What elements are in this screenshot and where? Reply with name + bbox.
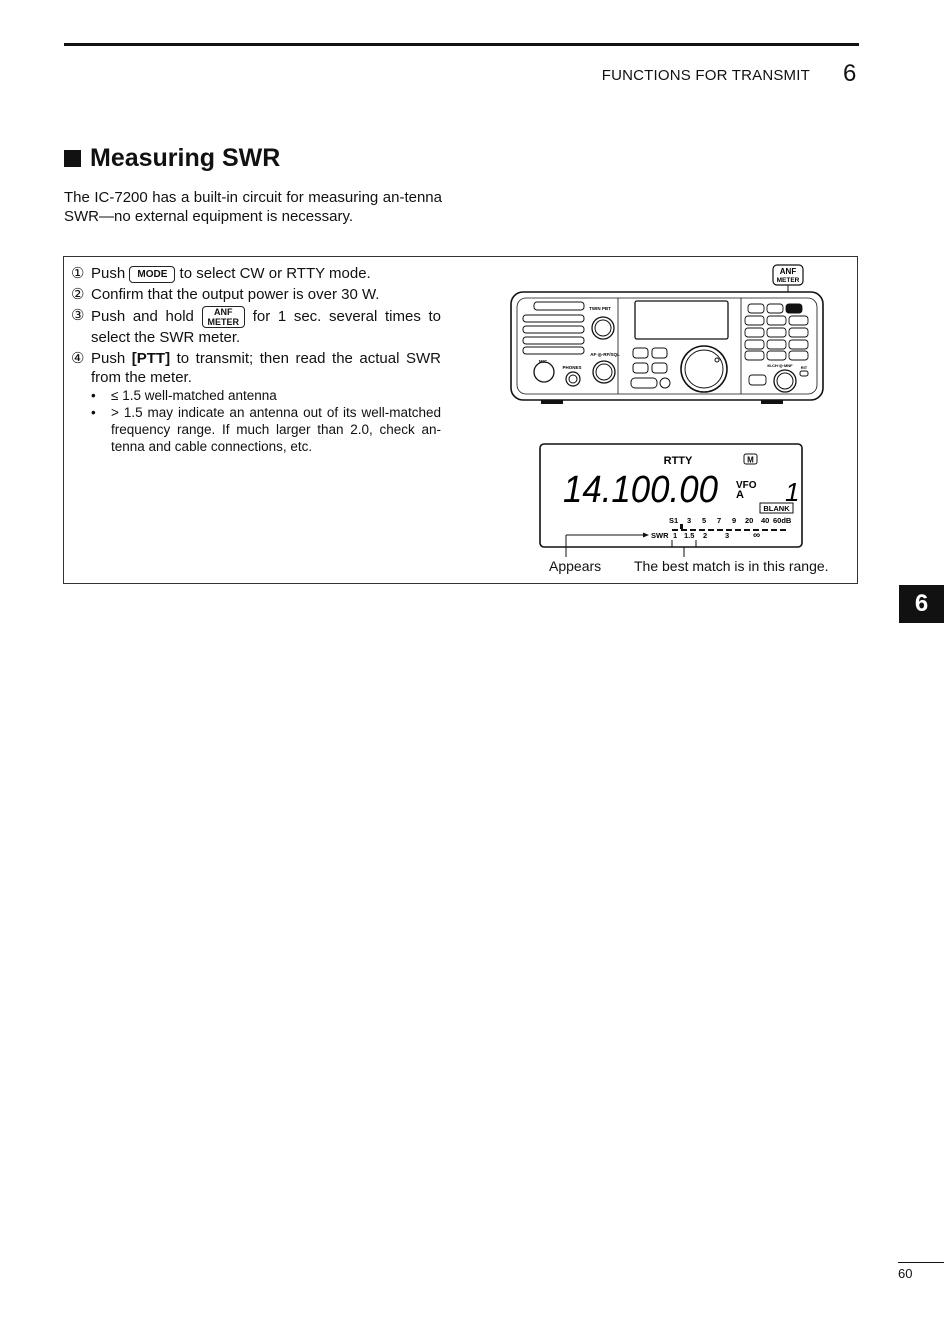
af-rf-sql-knob	[592, 360, 616, 384]
step-text: for 1 sec. several times to select the S…	[91, 308, 441, 346]
memory-badge: M	[747, 456, 754, 465]
step-text: Push	[91, 265, 126, 282]
step-1: ① Push MODE to select CW or RTTY mode.	[71, 264, 441, 283]
note-item: • > 1.5 may indicate an antenna out of i…	[91, 404, 441, 455]
mode-indicator: RTTY	[664, 455, 693, 467]
ptt-key-label: [PTT]	[131, 350, 171, 367]
callout-key-bottom: METER	[777, 277, 800, 284]
radio-front-panel-illustration: ANF METER TWIN PBT MIC PHONES AF·◎·RF/SQ…	[510, 264, 824, 404]
step-number: ①	[71, 265, 85, 282]
chapter-side-tab: 6	[899, 585, 944, 623]
chapter-title: FUNCTIONS FOR TRANSMIT	[601, 67, 810, 84]
bullet-mark: •	[91, 405, 96, 420]
s-scale-tick: 3	[687, 516, 691, 525]
blank-badge: BLANK	[763, 504, 790, 513]
s-scale-tick: 5	[702, 516, 706, 525]
footer-rule	[898, 1262, 944, 1263]
mic-connector	[533, 361, 555, 383]
best-match-caption: The best match is in this range.	[634, 558, 829, 574]
callout-key-top: ANF	[780, 267, 797, 276]
key-label-top: ANF	[214, 307, 233, 317]
step-text: Confirm that the output power is over 30…	[91, 286, 380, 303]
section-title: Measuring SWR	[90, 144, 281, 172]
s-scale-tick: 40	[761, 516, 769, 525]
note-text: 1.5 may indicate an antenna out of its w…	[111, 405, 441, 454]
swr-label: SWR	[651, 531, 669, 540]
square-bullet-icon	[64, 150, 81, 167]
lcd-frame	[539, 443, 803, 548]
instruction-box	[63, 256, 858, 584]
step-text: to select CW or RTTY mode.	[179, 265, 371, 282]
mode-key: MODE	[129, 266, 176, 283]
mch-mnf-label: M-CH·◎·MNF	[767, 363, 793, 368]
section-heading: Measuring SWR	[64, 144, 280, 173]
note-symbol: >	[111, 405, 119, 420]
step-number: ②	[71, 286, 85, 303]
twin-pbt-knob	[591, 316, 615, 340]
swr-scale-tick: 1.5	[684, 531, 694, 540]
af-rf-sql-label: AF·◎·RF/SQL	[590, 352, 620, 357]
step-text: to transmit; then read the actual SWR fr…	[91, 350, 441, 386]
page-number: 60	[898, 1266, 913, 1281]
step-4: ④ Push [PTT] to transmit; then read the …	[71, 349, 441, 455]
step-number: ③	[71, 307, 85, 324]
right-keypad	[744, 303, 809, 386]
s-meter-scale: S1 3 5 7 9 20 40 60dB	[669, 516, 792, 525]
lcd-display-illustration: RTTY M 14.100.00 VFO A 1 BLANK S1 3 5 7 …	[539, 443, 803, 557]
step-2: ② Confirm that the output power is over …	[71, 285, 441, 304]
header-rule	[64, 43, 859, 46]
step-text: Push	[91, 350, 126, 367]
mch-mnf-knob	[773, 369, 797, 393]
channel-number: 1	[785, 477, 799, 507]
steps-list: ① Push MODE to select CW or RTTY mode. ②…	[71, 264, 441, 457]
meter-indicator-segment	[680, 524, 683, 529]
swr-scale-tick: 2	[703, 531, 707, 540]
phones-label: PHONES	[562, 365, 581, 370]
vfo-label: VFO	[736, 480, 757, 491]
swr-scale: 1 1.5 2 3 ∞	[673, 530, 760, 541]
s-scale-tick: 7	[717, 516, 721, 525]
step-text: Push and hold	[91, 308, 194, 325]
anf-meter-panel-key	[786, 304, 802, 313]
step-number: ④	[71, 350, 85, 367]
radio-body	[510, 291, 824, 401]
frequency-readout: 14.100.00	[563, 469, 718, 511]
main-dial	[680, 345, 728, 393]
swr-scale-tick: ∞	[753, 530, 760, 541]
intro-paragraph: The IC-7200 has a built-in circuit for m…	[64, 189, 442, 225]
twin-pbt-label: TWIN PBT	[589, 306, 611, 311]
rit-label: RIT	[801, 365, 808, 370]
swr-notes: • ≤ 1.5 well-matched antenna • > 1.5 may…	[91, 387, 441, 455]
note-text: 1.5 well-matched antenna	[122, 388, 277, 403]
phones-jack	[565, 371, 581, 387]
key-label-bottom: METER	[207, 317, 240, 327]
note-item: • ≤ 1.5 well-matched antenna	[91, 387, 441, 404]
vfo-letter: A	[736, 489, 744, 501]
swr-scale-tick: 3	[725, 531, 729, 540]
note-symbol: ≤	[111, 388, 119, 403]
appears-caption: Appears	[549, 558, 602, 574]
swr-scale-tick: 1	[673, 531, 677, 540]
s-scale-tick: 20	[745, 516, 753, 525]
s-scale-tick: 60dB	[773, 516, 792, 525]
chapter-number: 6	[843, 60, 857, 87]
s-scale-tick: 9	[732, 516, 736, 525]
bullet-mark: •	[91, 388, 96, 403]
s-scale-tick: S1	[669, 516, 678, 525]
lcd-window	[634, 300, 729, 340]
